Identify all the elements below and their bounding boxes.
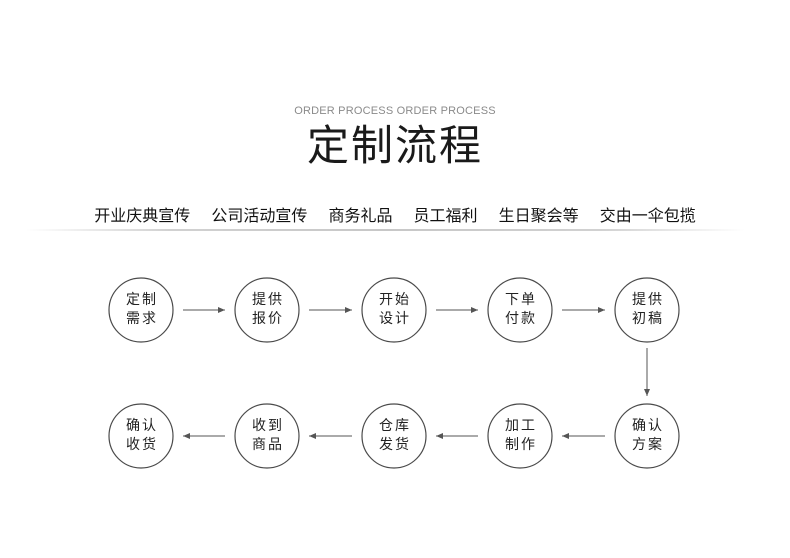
step-circle [487,403,553,469]
step-label-line1: 收到 [252,418,284,434]
service-item: 商务礼品 [328,206,393,225]
service-item: 公司活动宣传 [211,206,308,225]
step-circle [614,277,680,343]
service-item: 生日聚会等 [498,206,579,225]
step-label-line2: 报价 [252,311,284,327]
services-list: 开业庆典宣传 公司活动宣传 商务礼品 员工福利 生日聚会等 交由一伞包揽 [0,202,790,226]
step-label-line1: 提供 [632,292,664,308]
step-label-line2: 付款 [505,311,537,327]
step-label-line2: 商品 [252,437,284,453]
step-label: 加工制作 [489,417,553,455]
service-item: 员工福利 [413,206,478,225]
step-label: 确认方案 [616,417,680,455]
service-item: 开业庆典宣传 [94,206,191,225]
step-label-line2: 初稿 [632,311,664,327]
step-circle [361,277,427,343]
step-circle [234,403,300,469]
step-label-line1: 确认 [632,418,664,434]
step-label-line2: 收货 [126,437,158,453]
divider-line [25,229,745,231]
step-label-line1: 提供 [252,292,284,308]
step-label: 定制需求 [110,291,174,329]
header-subtitle: ORDER PROCESS ORDER PROCESS [294,105,496,117]
step-label-line1: 仓库 [379,418,411,434]
step-label: 收到商品 [236,417,300,455]
step-label-line2: 需求 [126,311,158,327]
step-label-line1: 下单 [505,292,537,308]
step-label-line2: 发货 [379,437,411,453]
step-circle [108,403,174,469]
step-label-line1: 定制 [126,292,158,308]
step-label: 开始设计 [363,291,427,329]
step-label: 仓库发货 [363,417,427,455]
step-circle [614,403,680,469]
step-label-line2: 方案 [632,437,664,453]
step-label: 提供报价 [236,291,300,329]
step-circle [487,277,553,343]
step-label: 确认收货 [110,417,174,455]
step-label-line1: 加工 [505,418,537,434]
step-label-line1: 确认 [126,418,158,434]
step-circle [361,403,427,469]
service-item: 交由一伞包揽 [599,206,696,225]
step-circle [234,277,300,343]
step-label: 下单付款 [489,291,553,329]
step-label-line2: 设计 [379,311,411,327]
step-label-line1: 开始 [379,292,411,308]
step-circle [108,277,174,343]
step-label: 提供初稿 [616,291,680,329]
page-title: 定制流程 [306,121,483,170]
step-label-line2: 制作 [505,437,537,453]
